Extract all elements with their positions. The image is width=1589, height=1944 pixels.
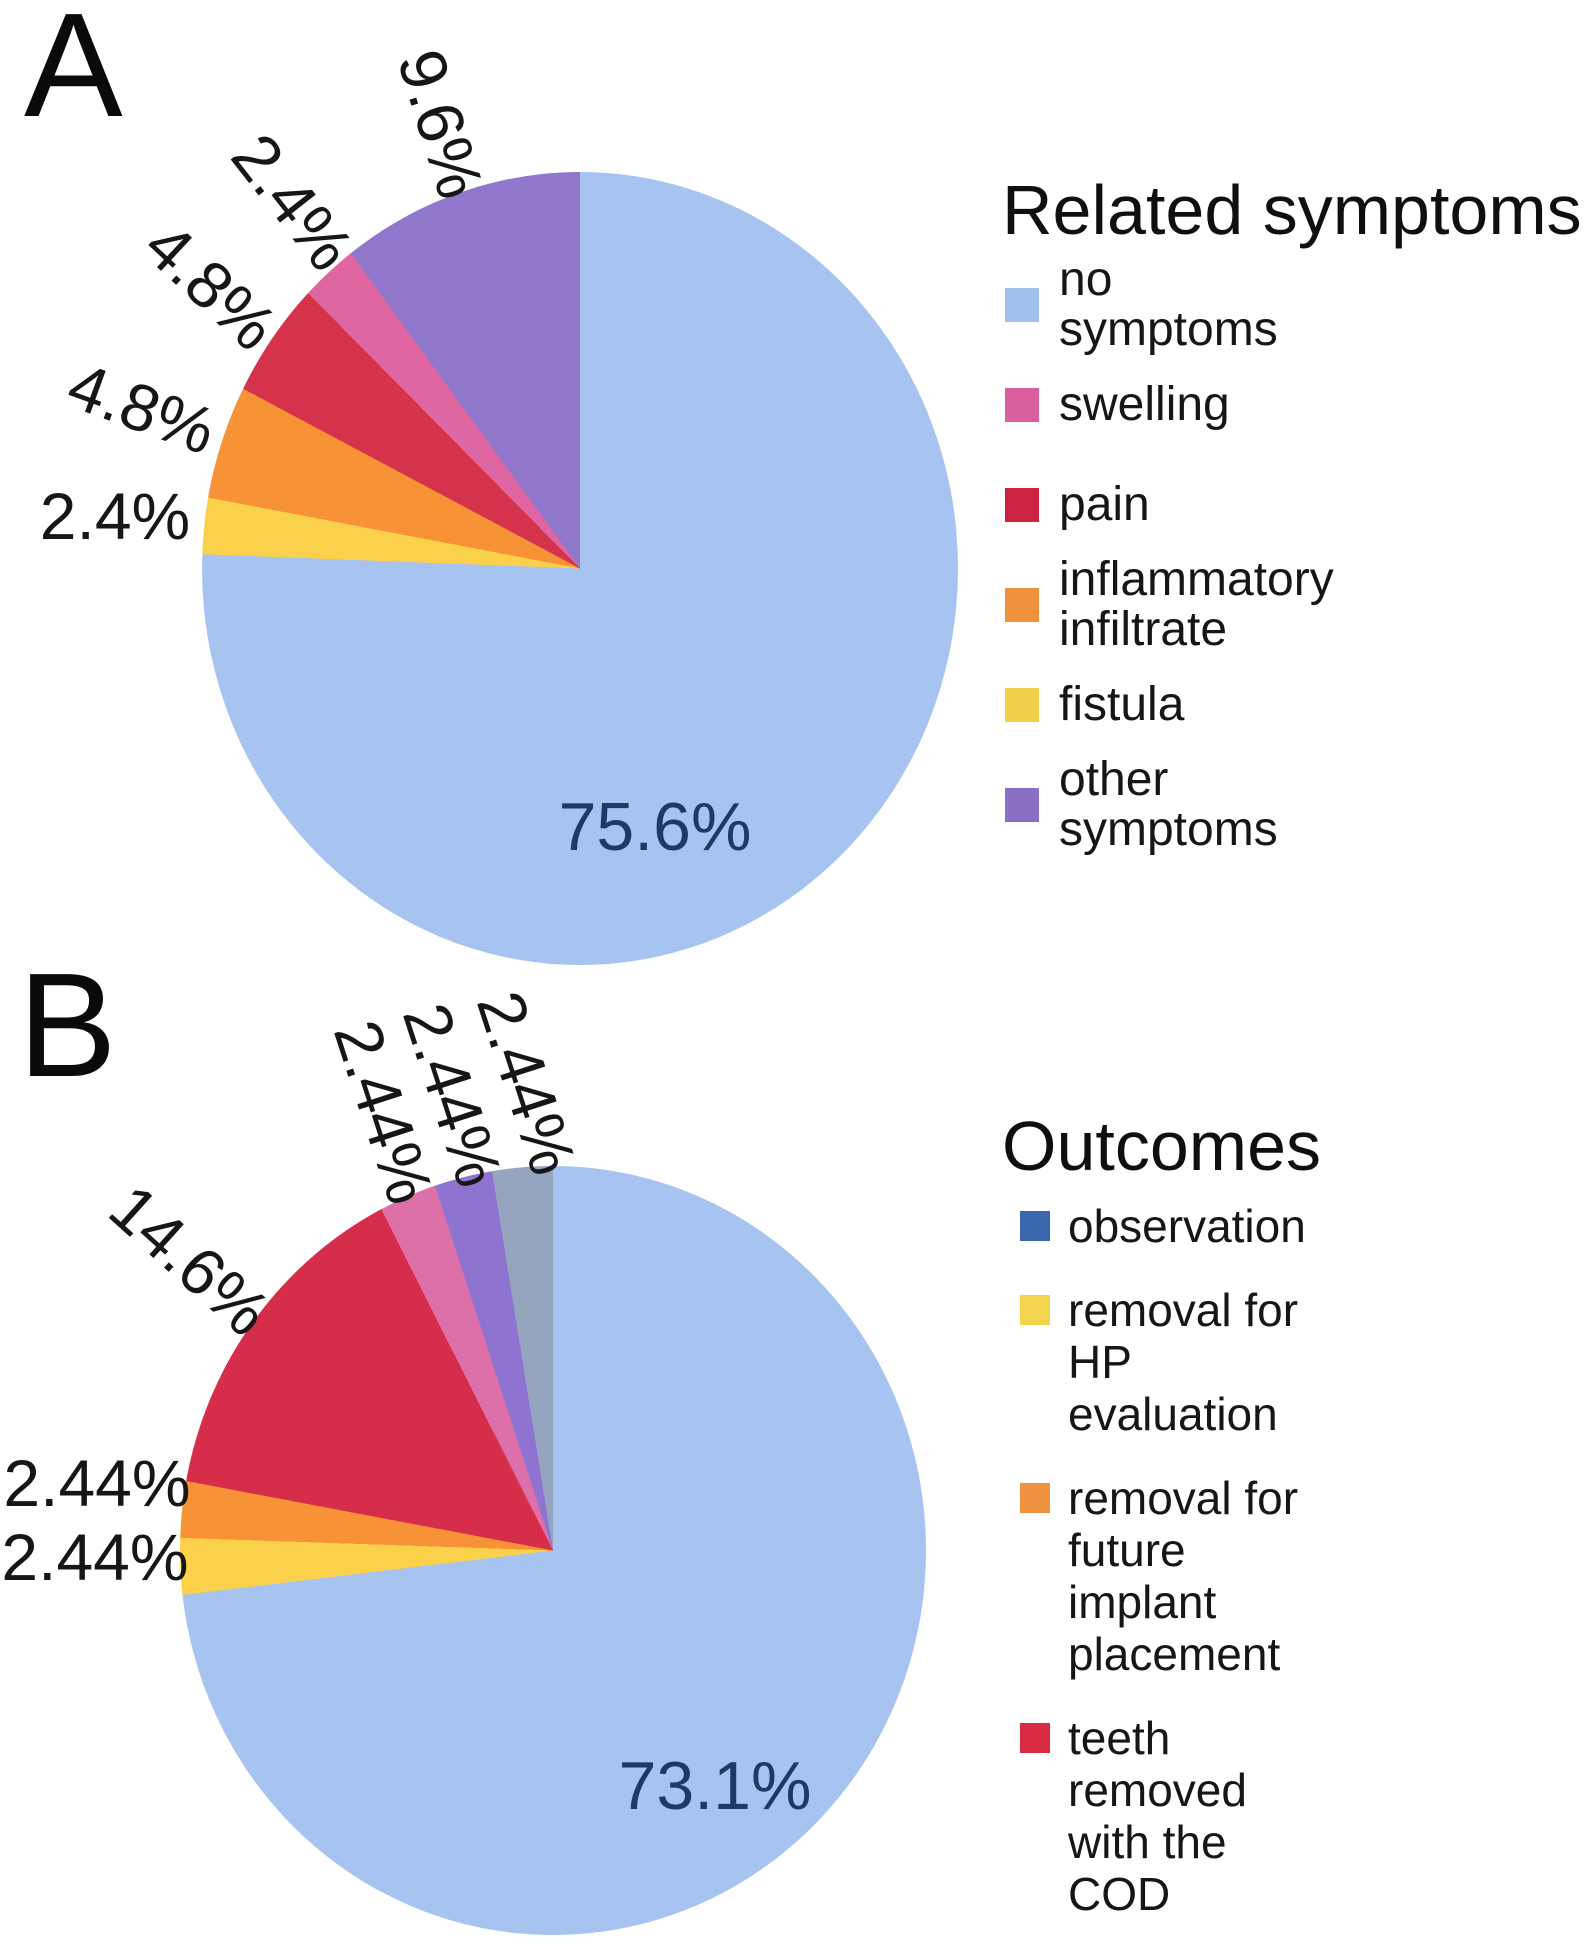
- legend-label: removal for future implant placement: [1068, 1472, 1299, 1680]
- pie-slice-label: 2.44%: [1, 1520, 189, 1594]
- legend-title-outcomes: Outcomes: [1002, 1107, 1321, 1185]
- pie-slice-label: 2.4%: [39, 479, 191, 553]
- legend-item: other symptoms: [1005, 752, 1334, 856]
- pie-inside-label: 73.1%: [618, 1748, 812, 1824]
- legend-swatch-icon: [1020, 1211, 1050, 1241]
- pie-inside-label: 75.6%: [558, 789, 752, 865]
- legend-item: teeth removed with the COD: [1020, 1712, 1329, 1920]
- legend-swatch-icon: [1005, 288, 1039, 322]
- legend-label: other symptoms: [1059, 752, 1278, 856]
- pie-slice-label: 2.44%: [3, 1446, 191, 1520]
- pie-slice-label: 4.8%: [58, 347, 226, 469]
- legend-item: fistula: [1005, 655, 1334, 755]
- legend-swatch-icon: [1020, 1295, 1050, 1325]
- pie-slice-label: 14.6%: [95, 1169, 285, 1351]
- legend-label: no symptoms: [1059, 252, 1278, 356]
- legend-items-a: no symptoms swelling pain inflammatory infi…: [1005, 252, 1334, 856]
- legend-label: observation: [1068, 1200, 1306, 1252]
- legend-item: observation: [1020, 1200, 1329, 1252]
- legend-item: removal for future implant placement: [1020, 1472, 1329, 1680]
- legend-label: fistula: [1059, 677, 1185, 731]
- legend-item: no symptoms: [1005, 252, 1334, 356]
- legend-swatch-icon: [1020, 1483, 1050, 1513]
- pie-chart-related-symptoms: [202, 172, 958, 965]
- legend-item: pain: [1005, 455, 1334, 555]
- legend-swatch-icon: [1005, 488, 1039, 522]
- legend-item: removal for HP evaluation: [1020, 1284, 1329, 1440]
- legend-swatch-icon: [1005, 388, 1039, 422]
- pie-slice-label: 9.6%: [383, 41, 499, 207]
- legend-swatch-icon: [1005, 588, 1039, 622]
- pie-chart-outcomes: [180, 1166, 926, 1935]
- legend-swatch-icon: [1020, 1723, 1050, 1753]
- legend-title-related-symptoms: Related symptoms: [1002, 171, 1582, 249]
- legend-label: swelling: [1059, 377, 1230, 431]
- legend-swatch-icon: [1005, 788, 1039, 822]
- legend-item: inflammatory infiltrate: [1005, 552, 1334, 656]
- panel-b-letter: B: [18, 943, 117, 1108]
- panel-a-letter: A: [24, 0, 123, 148]
- legend-label: pain: [1059, 477, 1150, 531]
- legend-item: swelling: [1005, 355, 1334, 455]
- legend-label: teeth removed with the COD: [1068, 1712, 1247, 1920]
- legend-items-b: observation removal for HP evaluation remo…: [1020, 1200, 1329, 1944]
- legend-swatch-icon: [1005, 688, 1039, 722]
- legend-label: inflammatory infiltrate: [1059, 552, 1334, 656]
- legend-label: removal for HP evaluation: [1068, 1284, 1299, 1440]
